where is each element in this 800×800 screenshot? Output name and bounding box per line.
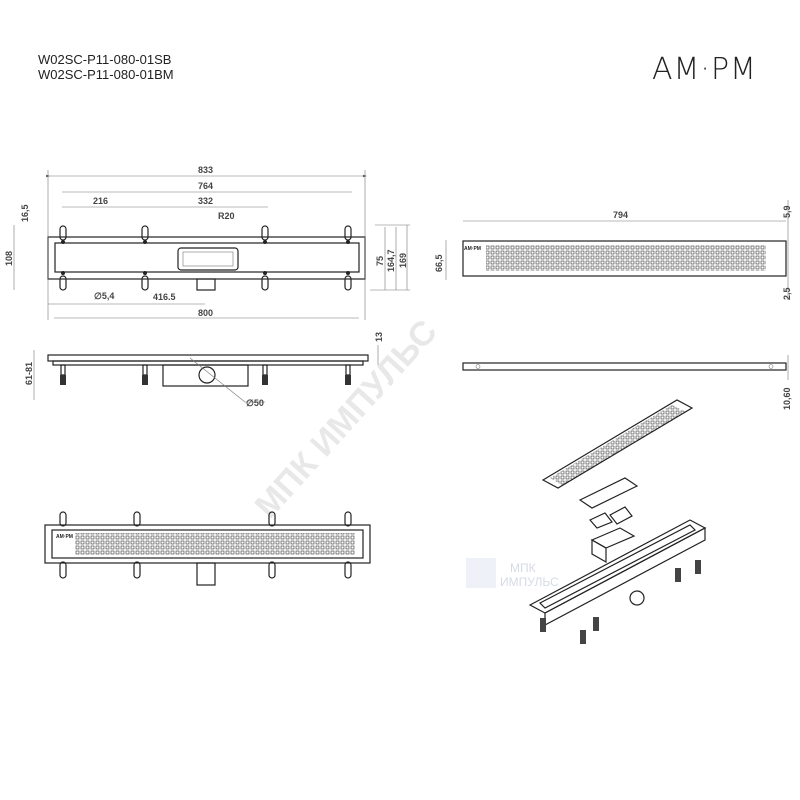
leveling-leg [142,364,148,376]
anchor-tab [344,511,352,527]
top-view-channel [47,225,366,291]
watermark-text: МПК ИМПУЛЬС [248,313,445,526]
dim-16-5: 16,5 [20,204,30,222]
anchor-tab [261,225,269,241]
anchor-tab [59,511,67,527]
dim-800: 800 [198,308,213,318]
dim-10-60: 10,60 [782,387,792,410]
dim-164-7: 164,7 [386,249,396,272]
dim-216: 216 [93,196,108,206]
anchor-tab [344,275,352,291]
grate-brand-mark: AM·PM [464,246,481,252]
anchor-tab [141,225,149,241]
grate-top-view: AM·PM 794 5,9 66,5 2,5 [434,200,792,300]
anchor-tab [133,561,141,579]
top-view-dimensions: 833 764 216 332 R20 ∅5,4 416.5 800 16,5 … [4,165,410,320]
dim-108: 108 [4,251,14,266]
svg-text:AM·PM: AM·PM [56,534,73,540]
grate-side-view: 10,60 [462,355,792,410]
anchor-tab [59,275,67,291]
dim-332: 332 [198,196,213,206]
leveling-leg [60,364,66,376]
svg-text:ИМПУЛЬС: ИМПУЛЬС [500,575,559,589]
dim-75: 75 [375,256,385,266]
leveling-leg [262,364,268,376]
anchor-tab [141,275,149,291]
anchor-tab [268,511,276,527]
model-number-bm: W02SC-P11-080-01BM [38,67,174,82]
dim-outlet-50: ∅50 [246,398,264,408]
dim-2-5: 2,5 [782,287,792,300]
dim-13: 13 [374,332,384,342]
anchor-tab [344,225,352,241]
dim-66-5: 66,5 [434,254,444,272]
anchor-tab [344,561,352,579]
dim-61-81: 61-81 [24,362,34,385]
anchor-tab [59,561,67,579]
anchor-tab [268,561,276,579]
svg-text:МПК: МПК [510,561,536,575]
dim-r20: R20 [218,211,235,221]
dim-5-9: 5,9 [782,205,792,218]
front-view-with-grate: AM·PM [44,511,371,586]
watermark-badge: МПК ИМПУЛЬС [466,558,559,589]
dim-764: 764 [198,181,213,191]
dim-416-5: 416.5 [153,292,176,302]
dim-hole: ∅5,4 [94,291,114,301]
anchor-tab [261,275,269,291]
dim-169: 169 [398,253,408,268]
isometric-exploded-view [528,399,707,644]
brand-logo: AM·PM [652,52,757,87]
dim-794: 794 [613,210,628,220]
anchor-tab [133,511,141,527]
leveling-leg [345,364,351,376]
anchor-tab [59,225,67,241]
dim-833: 833 [198,165,213,175]
model-number-sb: W02SC-P11-080-01SB [38,52,172,67]
side-view-channel: ∅50 13 61-81 [24,332,384,408]
